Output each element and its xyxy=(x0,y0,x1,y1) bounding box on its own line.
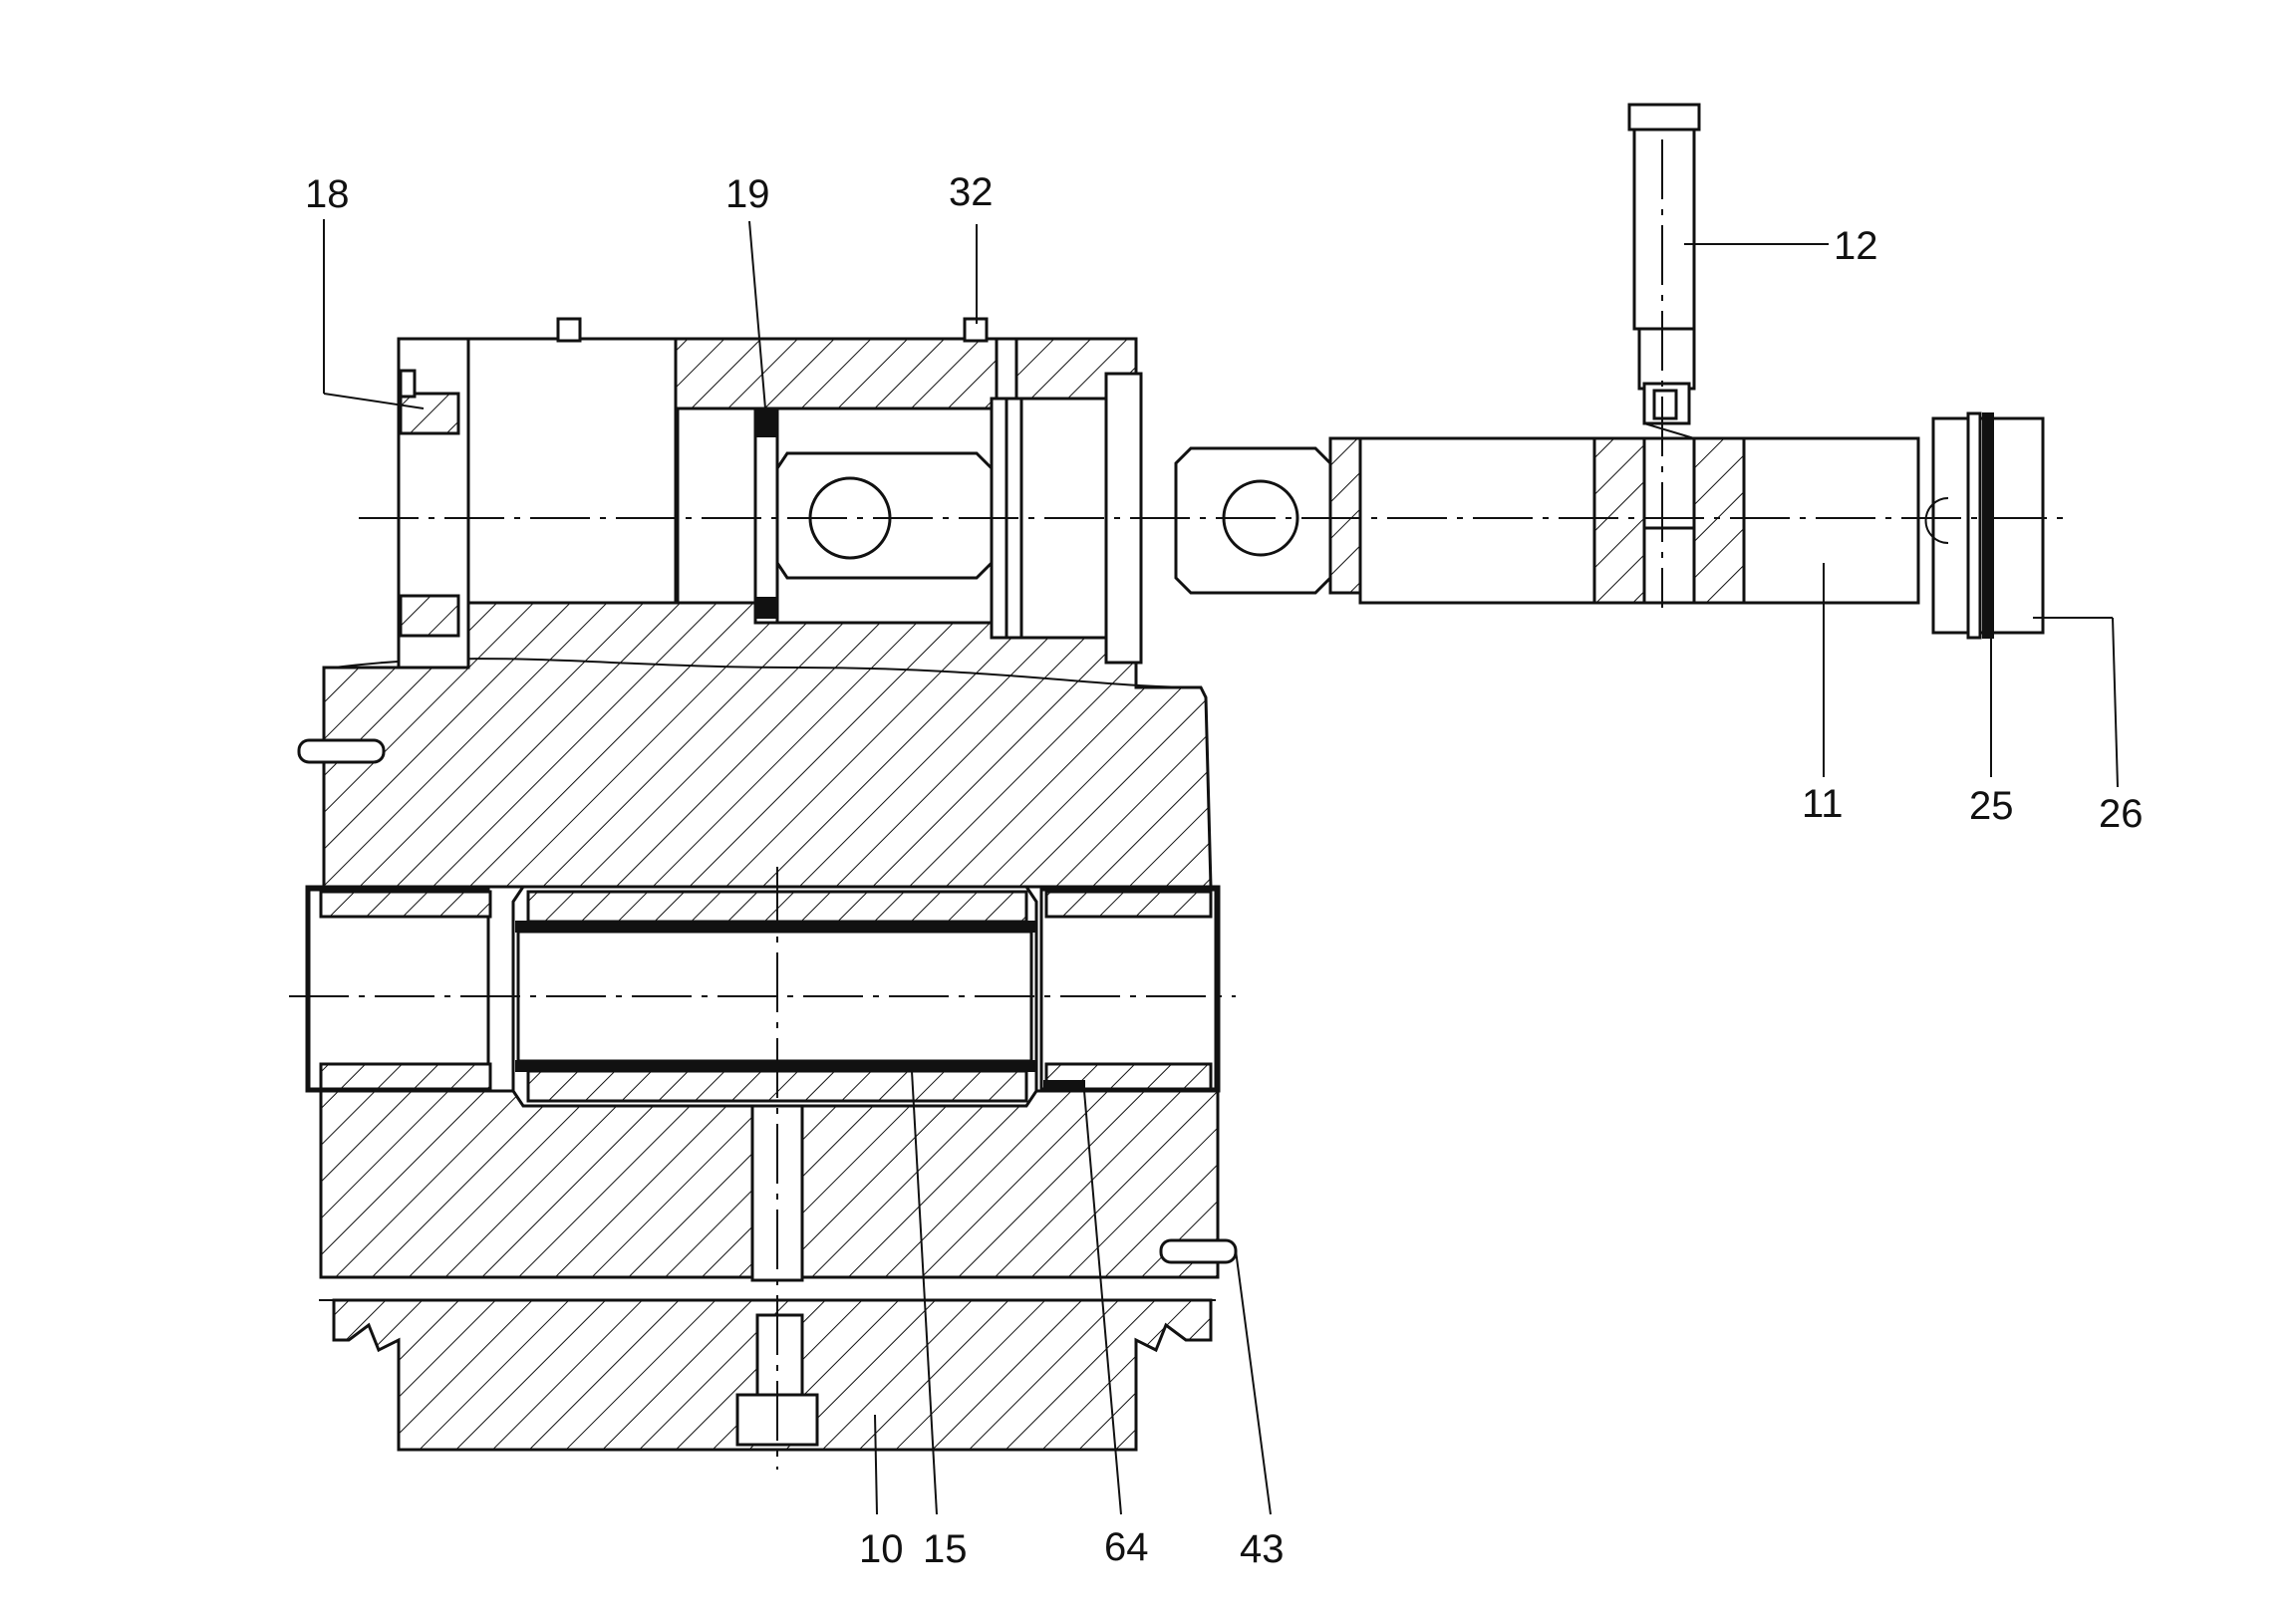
top-pin xyxy=(556,317,582,343)
actuator-arm-11 xyxy=(1174,411,2045,640)
valve-12 xyxy=(1627,103,1701,439)
callout-26: 26 xyxy=(2099,792,2144,836)
leader-lines xyxy=(323,219,2119,1515)
callout-10: 10 xyxy=(859,1527,904,1571)
callout-25: 25 xyxy=(1969,784,2014,828)
rod-head-left xyxy=(775,451,994,580)
grease-nipple-32 xyxy=(963,317,1018,401)
seal-ring-18 xyxy=(397,337,470,670)
callout-15: 15 xyxy=(923,1527,968,1571)
callout-64: 64 xyxy=(1104,1525,1149,1569)
callout-11: 11 xyxy=(1802,782,1844,826)
callout-32: 32 xyxy=(949,170,994,214)
callout-12: 12 xyxy=(1834,224,1878,268)
dowel-pin-left xyxy=(297,738,386,764)
dowel-pin-43 xyxy=(1159,1238,1238,1264)
callout-43: 43 xyxy=(1240,1527,1285,1571)
callout-18: 18 xyxy=(305,172,350,216)
callout-19: 19 xyxy=(725,172,770,216)
seal-ring-19 xyxy=(753,406,779,625)
centerlines xyxy=(289,139,2063,1470)
